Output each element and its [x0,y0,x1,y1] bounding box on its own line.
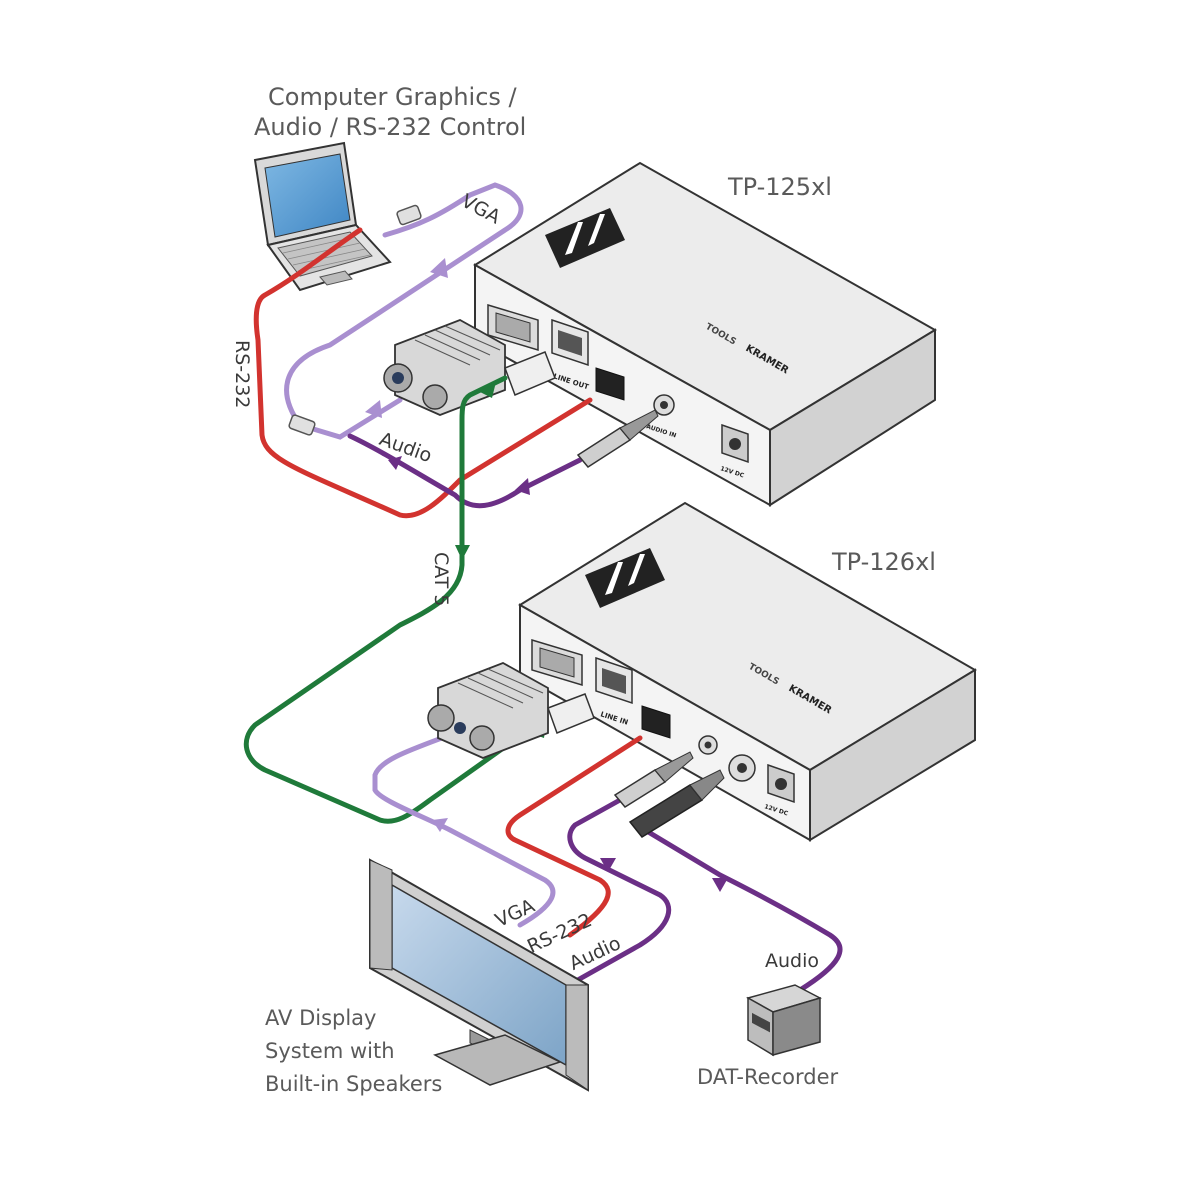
display-label-line2: System with [265,1039,395,1063]
audio-arrow-bottom [600,858,616,872]
rs232-cable-bottom [505,735,643,938]
display-label-line3: Built-in Speakers [265,1072,443,1096]
tp-126xl-label: TP-126xl [832,548,936,576]
rs232-cable-top [253,227,593,519]
tp-125xl-device: TOOLS KRAMER LINE OUT AUDIO IN 12V DC [473,161,937,507]
audio-plug-bottom [613,751,725,838]
cat5-arrow [455,545,470,560]
kramer-logo-top [545,208,625,268]
cat5-arrow-2 [480,382,496,398]
audio-arrow-dat [712,878,728,892]
vga-arrow-bottom [432,818,448,832]
audio-label-dat: Audio [765,950,820,972]
vga-cable-bottom [372,732,556,928]
computer-label: Computer Graphics / [268,83,517,111]
audio-cable-top [347,433,583,509]
tp-125xl-label: TP-125xl [728,173,832,201]
vga-cable-top [284,182,524,440]
dat-recorder-label: DAT-Recorder [697,1065,839,1089]
audio-arrow-top-2 [515,478,530,495]
vga-connector-bottom [427,662,595,759]
tp-126xl-device: TOOLS KRAMER LINE IN 12V DC [518,501,977,842]
cat5-cable [243,375,543,824]
display-monitor-icon [369,858,589,1092]
vga-arrow-top [430,258,448,278]
laptop-icon [253,141,392,292]
computer-label-line2: Audio / RS-232 Control [254,113,527,141]
audio-cable-bottom [557,797,672,993]
audio-arrow-top [388,456,402,470]
rs232-label-left: RS-232 [231,340,253,409]
vga-arrow-top-2 [365,400,382,418]
dat-recorder-icon [746,984,822,1057]
kramer-logo-bottom [585,548,665,608]
ferrite-icon [396,204,422,226]
audio-plug-top [576,409,659,468]
ferrite-icon [288,414,316,436]
audio-cable-dat [642,827,843,993]
display-label-line1: AV Display [265,1006,377,1030]
cat5-label: CAT 5 [430,552,452,607]
